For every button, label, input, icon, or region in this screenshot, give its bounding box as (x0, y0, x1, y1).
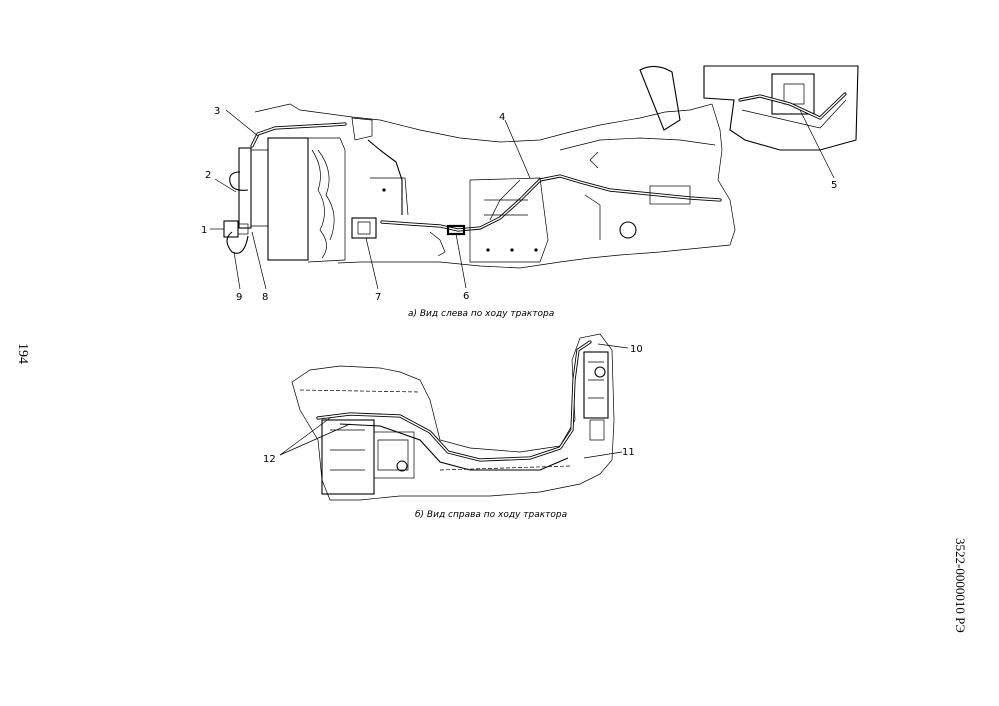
callout-2: 2 (205, 170, 211, 181)
callout-9: 9 (236, 292, 242, 303)
callout-6: 6 (463, 291, 469, 302)
callout-11: 11 (622, 447, 635, 458)
callout-8: 8 (262, 292, 268, 303)
callout-5: 5 (831, 180, 837, 191)
view-a-drawing (210, 65, 859, 290)
callout-4: 4 (499, 112, 505, 123)
view-b-caption: б) Вид справа по ходу трактора (415, 510, 568, 520)
view-b-drawing (279, 333, 629, 501)
view-a-caption: а) Вид слева по ходу трактора (408, 309, 555, 319)
callout-7: 7 (375, 292, 381, 303)
callout-12: 12 (263, 454, 276, 465)
callout-3: 3 (214, 106, 220, 117)
callout-10: 10 (630, 344, 643, 355)
callout-1: 1 (201, 225, 207, 236)
